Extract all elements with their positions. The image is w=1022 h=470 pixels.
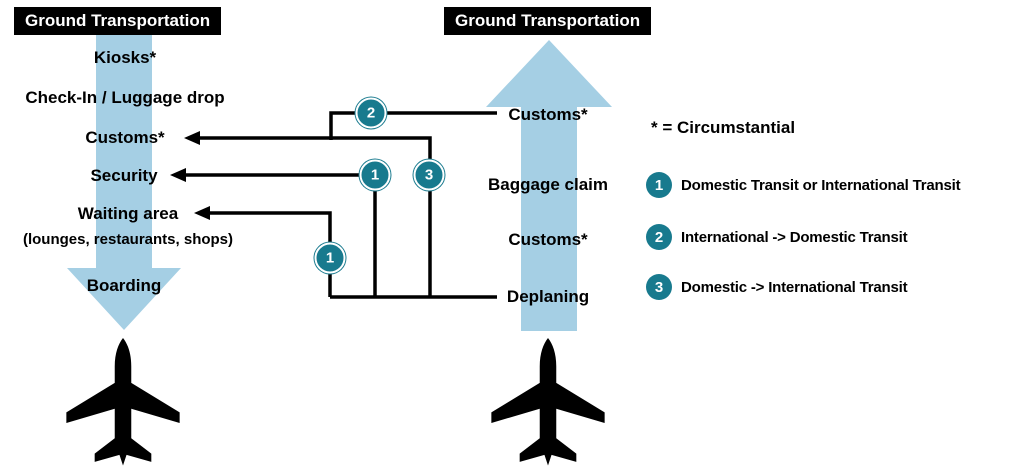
legend-badge-3: 3 (646, 274, 672, 300)
step-waiting-area-detail: (lounges, restaurants, shops) (22, 231, 234, 248)
ground-transportation-label-arrival: Ground Transportation (444, 7, 652, 35)
legend-item-3: 3 Domestic -> International Transit (646, 274, 908, 300)
route-waiting-line (202, 211, 332, 297)
arrowhead-waiting-icon (194, 206, 210, 220)
step-customs-arrival-lower: Customs* (508, 230, 588, 249)
legend-label-3: Domestic -> International Transit (681, 278, 908, 296)
legend-note: * = Circumstantial (651, 118, 796, 137)
step-baggage-claim: Baggage claim (488, 175, 608, 194)
arrival-flow-arrow-icon (486, 40, 612, 331)
legend-item-2: 2 International -> Domestic Transit (646, 224, 908, 250)
legend-label-1: Domestic Transit or International Transi… (681, 176, 961, 194)
step-kiosks: Kiosks* (93, 48, 157, 67)
route-badge-1-waiting: 1 (314, 242, 346, 274)
step-security: Security (90, 166, 158, 185)
legend-label-2: International -> Domestic Transit (681, 228, 908, 246)
step-deplaning: Deplaning (506, 287, 590, 306)
arrowhead-customs-icon (184, 131, 200, 145)
step-customs-arrival-upper: Customs* (508, 105, 588, 124)
airplane-arrival-icon (491, 338, 605, 466)
step-customs-departure: Customs* (85, 128, 165, 147)
step-checkin-luggage-drop: Check-In / Luggage drop (25, 88, 225, 107)
legend-badge-2: 2 (646, 224, 672, 250)
route-badge-3: 3 (413, 159, 445, 191)
legend-badge-1: 1 (646, 172, 672, 198)
step-boarding: Boarding (86, 276, 162, 295)
step-waiting-area: Waiting area (77, 204, 179, 223)
legend-item-1: 1 Domestic Transit or International Tran… (646, 172, 961, 198)
route-badge-1-security: 1 (359, 159, 391, 191)
arrowhead-security-icon (170, 168, 186, 182)
route-badge-2: 2 (355, 97, 387, 129)
route-2-line (329, 111, 497, 140)
route-customs-line (190, 136, 432, 297)
airplane-departure-icon (66, 338, 180, 466)
ground-transportation-label-departure: Ground Transportation (14, 7, 222, 35)
route-arrowheads (170, 131, 210, 220)
departure-flow-arrow-icon (67, 30, 181, 330)
